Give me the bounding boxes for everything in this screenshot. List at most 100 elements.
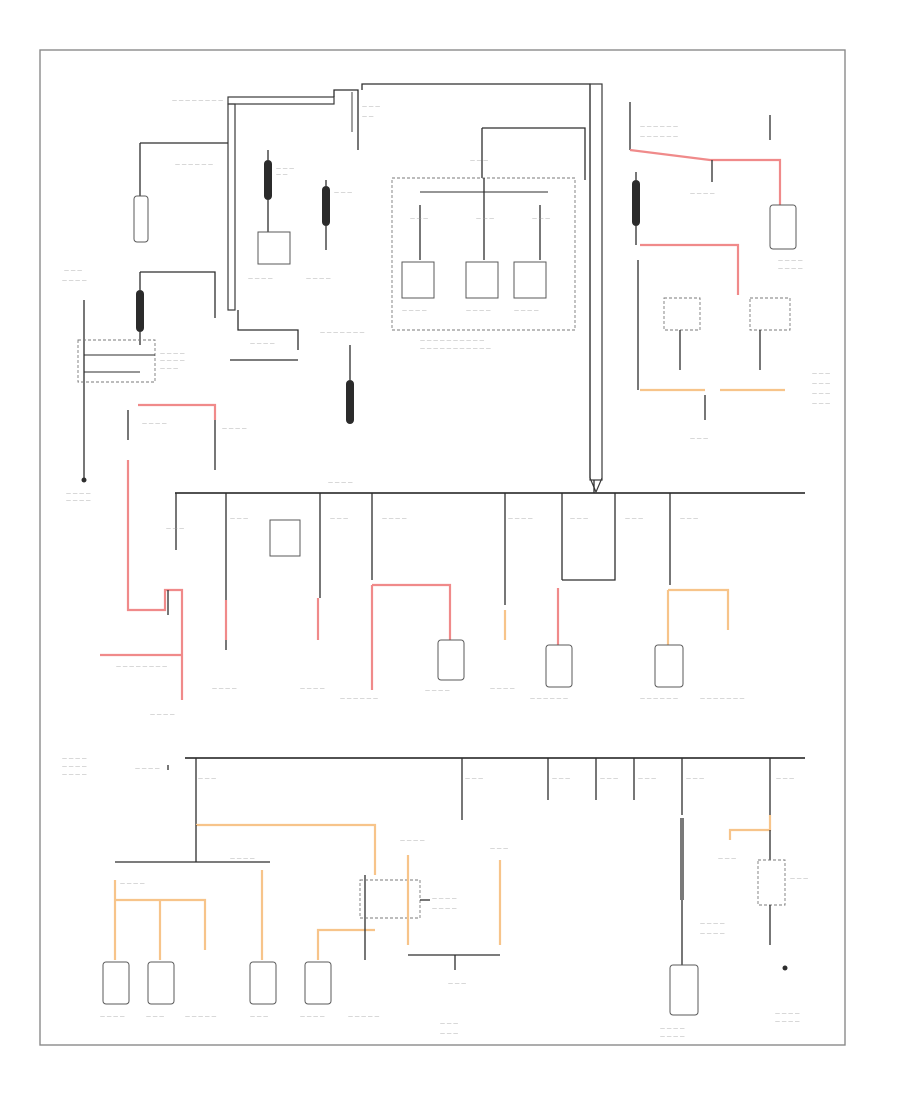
svg-text:— — — —: — — — — xyxy=(400,838,425,844)
fusible-link-1 xyxy=(264,160,272,200)
svg-text:— — — —: — — — — xyxy=(100,1014,125,1020)
svg-text:— — — —: — — — — xyxy=(490,686,515,692)
left-feed-section: — — — — — — — — — — — — — — — — — — — — … xyxy=(62,268,216,504)
svg-text:— — — —: — — — — xyxy=(508,516,533,522)
svg-text:— — —: — — — xyxy=(812,401,830,407)
svg-text:— — — — — —: — — — — — — xyxy=(640,696,678,702)
svg-text:— — — — — — — — — —: — — — — — — — — — — xyxy=(420,338,484,344)
svg-text:— — —: — — — xyxy=(490,846,508,852)
svg-text:— — — —: — — — — xyxy=(700,931,725,937)
svg-text:— — —: — — — xyxy=(812,391,830,397)
svg-text:— — — —: — — — — xyxy=(230,856,255,862)
svg-text:— — — — — —: — — — — — — xyxy=(640,124,678,130)
center-left-feed: — — — — — — — — — — — xyxy=(230,310,365,424)
svg-text:— — — — — — — — — — —: — — — — — — — — — — — xyxy=(420,346,491,352)
main-feed-cable xyxy=(361,83,603,494)
svg-text:— — — —: — — — — xyxy=(778,258,803,264)
svg-text:— — —: — — — xyxy=(680,516,698,522)
svg-text:— — — —: — — — — xyxy=(425,688,450,694)
svg-text:— — — —: — — — — xyxy=(66,491,91,497)
svg-text:— —: — — xyxy=(276,172,288,178)
svg-text:— — — —: — — — — xyxy=(120,881,145,887)
svg-text:— — — —: — — — — xyxy=(690,191,715,197)
svg-text:— — — —: — — — — xyxy=(160,351,185,357)
svg-text:— — —: — — — xyxy=(230,516,248,522)
svg-text:— — —: — — — xyxy=(552,776,570,782)
svg-text:— — — — — — — —: — — — — — — — — xyxy=(172,98,223,104)
svg-text:— — —: — — — xyxy=(276,166,294,172)
svg-text:— — — —: — — — — xyxy=(212,686,237,692)
svg-text:— — — —: — — — — xyxy=(142,421,167,427)
fusible-link-group-top: — — — — — — — — — — — — — — — — xyxy=(248,150,352,282)
svg-text:— — — — — —: — — — — — — xyxy=(175,162,213,168)
svg-text:— — —: — — — xyxy=(440,1021,458,1027)
fusible-link-3 xyxy=(136,290,144,332)
bus-bar-lower: — — — — — — — — — — — — — — — — xyxy=(62,756,808,1040)
svg-text:— — —: — — — xyxy=(166,526,184,532)
svg-text:— — —: — — — xyxy=(198,776,216,782)
svg-text:— — — —: — — — — xyxy=(306,276,331,282)
fusible-link-4 xyxy=(346,380,354,424)
svg-text:— — — —: — — — — xyxy=(62,772,87,778)
svg-text:— — —: — — — xyxy=(362,104,380,110)
svg-text:— — —: — — — xyxy=(570,516,588,522)
svg-text:— — — —: — — — — xyxy=(160,358,185,364)
svg-text:— — — — — — —: — — — — — — — xyxy=(700,696,745,702)
svg-text:— — — — — — —: — — — — — — — xyxy=(320,330,365,336)
svg-text:— — —: — — — xyxy=(448,981,466,987)
svg-text:— — —: — — — xyxy=(64,268,82,274)
svg-text:— — —: — — — xyxy=(440,1031,458,1037)
svg-text:— —: — — xyxy=(362,114,374,120)
svg-text:— — — —: — — — — xyxy=(514,308,539,314)
svg-text:— — — —: — — — — xyxy=(432,896,457,902)
gray-wire-segment xyxy=(680,818,684,900)
svg-text:— — —: — — — xyxy=(690,436,708,442)
svg-text:— — — — — —: — — — — — — xyxy=(640,134,678,140)
svg-text:— — —: — — — xyxy=(600,776,618,782)
svg-text:— — —: — — — xyxy=(776,776,794,782)
svg-text:— — —: — — — xyxy=(470,158,488,164)
svg-text:— — —: — — — xyxy=(638,776,656,782)
svg-text:— — — —: — — — — xyxy=(222,426,247,432)
svg-text:— — — —: — — — — xyxy=(248,276,273,282)
svg-text:— — —: — — — xyxy=(410,216,428,222)
svg-text:— — —: — — — xyxy=(250,1014,268,1020)
fusible-link-2 xyxy=(322,186,330,226)
svg-text:— — — —: — — — — xyxy=(382,516,407,522)
svg-text:— — — — — —: — — — — — — xyxy=(530,696,568,702)
svg-text:— — — —: — — — — xyxy=(700,921,725,927)
svg-text:— — —: — — — xyxy=(476,216,494,222)
svg-text:— — —: — — — xyxy=(146,1014,164,1020)
svg-text:— — — —: — — — — xyxy=(660,1026,685,1032)
svg-text:— — — — — — — —: — — — — — — — — xyxy=(116,664,167,670)
svg-text:— — —: — — — xyxy=(812,371,830,377)
svg-text:— — — —: — — — — xyxy=(775,1019,800,1025)
svg-text:— — —: — — — xyxy=(812,381,830,387)
center-junction-block: — — — — — — — — — — — — — — — — — — — — … xyxy=(391,158,576,352)
svg-text:— — —: — — — xyxy=(686,776,704,782)
svg-text:— — — —: — — — — xyxy=(328,480,353,486)
svg-text:— — — —: — — — — xyxy=(62,764,87,770)
svg-text:— — —: — — — xyxy=(160,366,178,372)
svg-text:— — — —: — — — — xyxy=(300,686,325,692)
svg-text:— — —: — — — xyxy=(334,190,352,196)
svg-text:— — — —: — — — — xyxy=(62,756,87,762)
svg-text:— — — —: — — — — xyxy=(775,1011,800,1017)
fusible-link-5 xyxy=(632,180,640,226)
svg-text:— — —: — — — xyxy=(625,516,643,522)
svg-text:— — —: — — — xyxy=(790,876,808,882)
svg-text:— — —: — — — xyxy=(465,776,483,782)
bus-bar-upper: — — — — — — — — — — — — — — — — — — — — … xyxy=(166,480,805,702)
left-relay-circuit: — — — — — — — — — — — — — — — — — — — — xyxy=(100,403,247,718)
svg-text:— — —: — — — xyxy=(532,216,550,222)
svg-text:— — —: — — — xyxy=(330,516,348,522)
svg-text:— — —: — — — xyxy=(718,856,736,862)
svg-text:— — — —: — — — — xyxy=(135,766,160,772)
svg-text:— — — —: — — — — xyxy=(466,308,491,314)
battery-section: — — — — — — — — — — — — — — — — — — — xyxy=(133,89,380,311)
svg-text:— — — —: — — — — xyxy=(778,266,803,272)
svg-text:— — — —: — — — — xyxy=(150,712,175,718)
svg-text:— — — — — —: — — — — — — xyxy=(340,696,378,702)
